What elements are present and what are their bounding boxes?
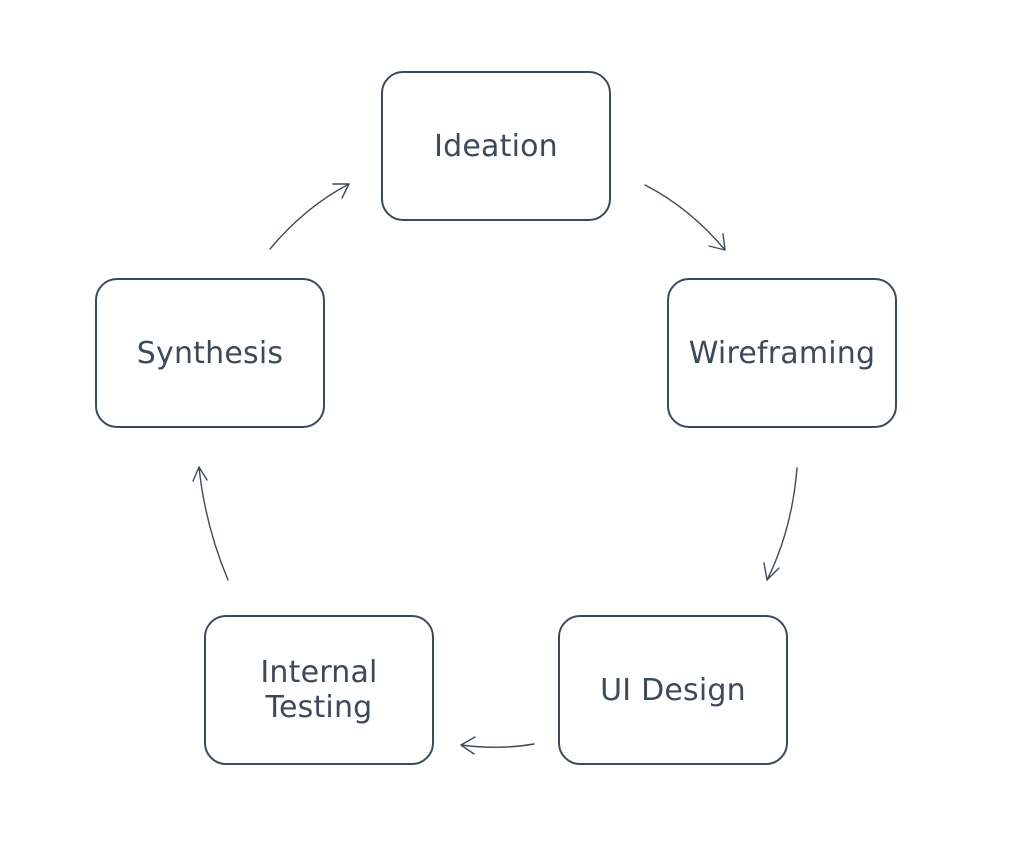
node-label-internal-testing: Internal Testing	[260, 655, 378, 725]
node-label-synthesis: Synthesis	[136, 335, 284, 371]
arrow-wireframing-to-ui-design	[763, 467, 798, 581]
node-label-wireframing: Wireframing	[688, 335, 876, 371]
arrow-internal-testing-to-synthesis	[192, 466, 229, 581]
node-label-ideation: Ideation	[434, 128, 558, 164]
arrow-ui-design-to-internal-testing	[460, 736, 535, 755]
arrow-ideation-to-wireframing	[644, 184, 726, 251]
node-synthesis: Synthesis	[95, 278, 325, 428]
arrow-synthesis-to-ideation	[269, 183, 350, 250]
node-ideation: Ideation	[381, 71, 611, 221]
node-label-ui-design: UI Design	[600, 672, 746, 708]
node-wireframing: Wireframing	[667, 278, 897, 428]
node-internal-testing: Internal Testing	[204, 615, 434, 765]
node-ui-design: UI Design	[558, 615, 788, 765]
